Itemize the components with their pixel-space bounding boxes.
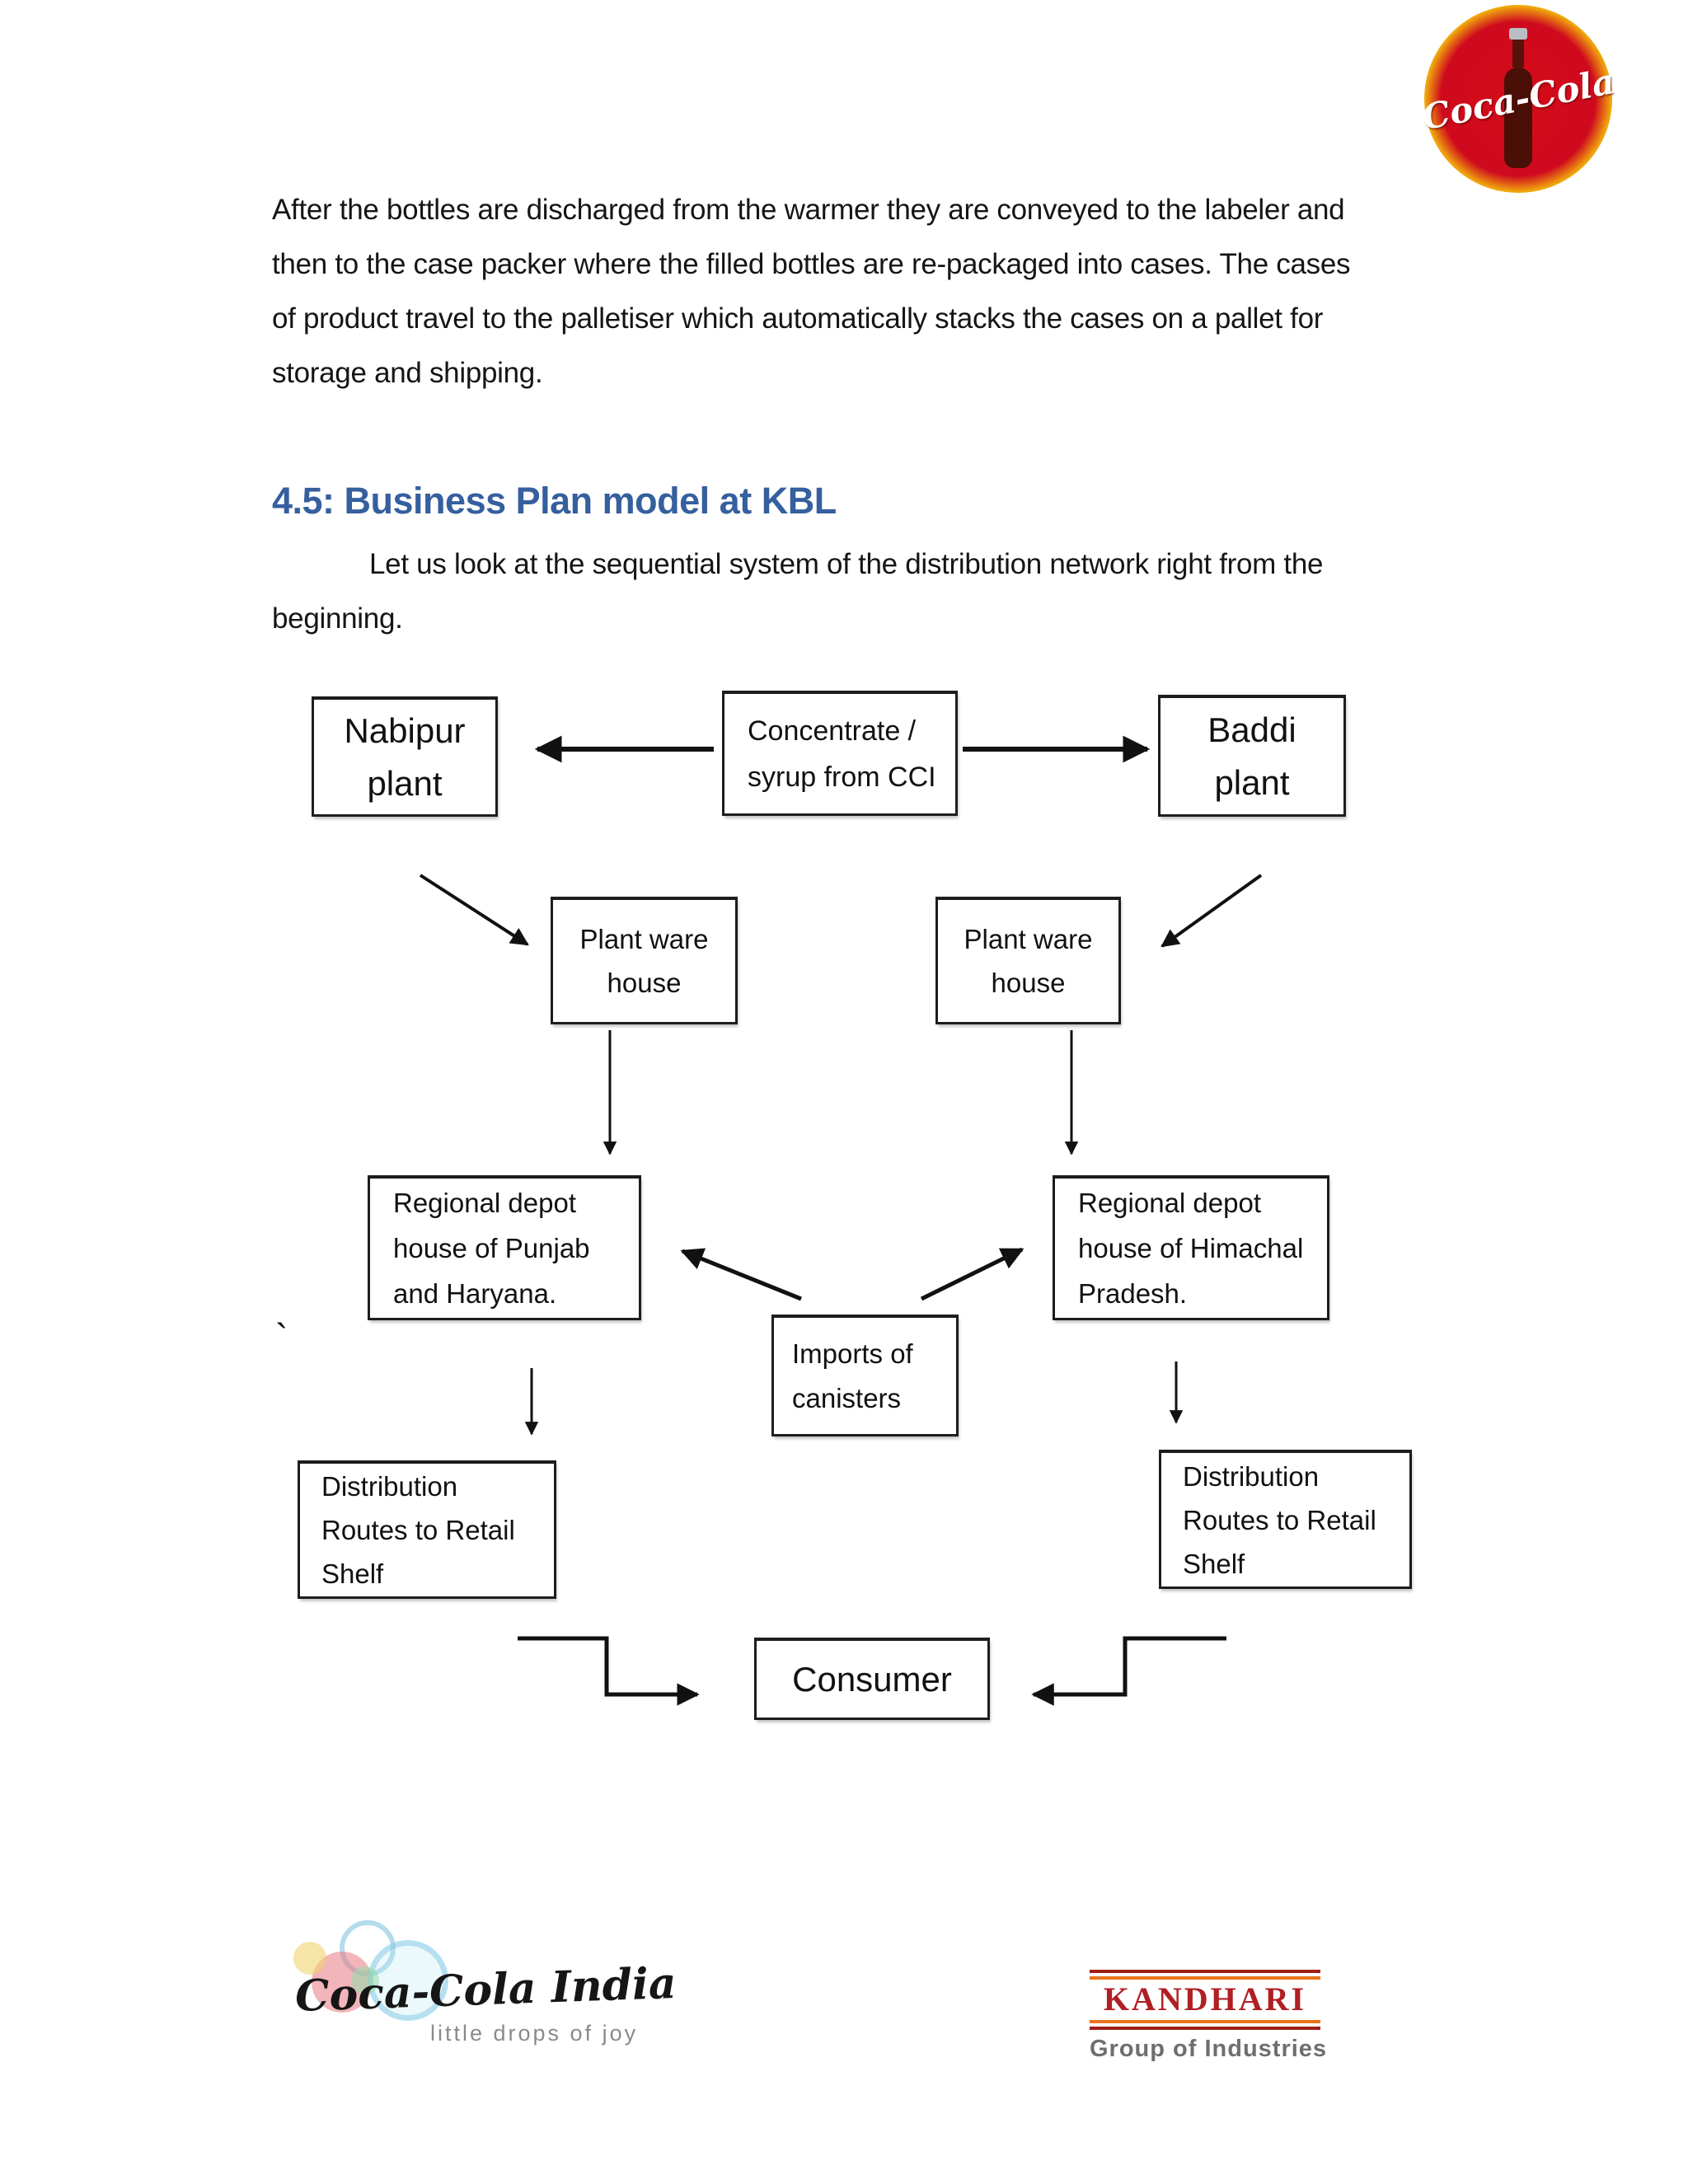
kandhari-rule-bottom-orange — [1090, 2020, 1320, 2023]
node-imports-of-canisters: Imports of canisters — [771, 1315, 959, 1436]
coke-bottle-icon — [1504, 28, 1532, 168]
kandhari-rule-bottom-red — [1090, 2027, 1320, 2030]
arrow-distribution-right-to-consumer — [1031, 1636, 1226, 1706]
arrow-baddi-to-warehouse — [1160, 874, 1263, 948]
bubble-icon — [293, 1942, 326, 1975]
stray-backtick-mark: ` — [275, 1316, 288, 1359]
arrow-distribution-left-to-consumer — [518, 1636, 700, 1706]
node-plant-warehouse-right: Plant ware house — [935, 897, 1121, 1024]
coca-cola-india-tagline: little drops of joy — [430, 2021, 639, 2046]
node-regional-depot-punjab: Regional depot house of Punjab and Harya… — [368, 1175, 641, 1320]
node-nabipur-plant: Nabipur plant — [312, 696, 498, 817]
paragraph-intro: Let us look at the sequential system of … — [272, 548, 1324, 635]
coca-cola-india-logo: Coca-Cola India little drops of joy — [288, 1917, 684, 2057]
kandhari-logo: KANDHARI Group of Industries — [1090, 1970, 1328, 2063]
section-heading: 4.5: Business Plan model at KBL — [272, 480, 837, 522]
paragraph-warmer-process: After the bottles are discharged from th… — [272, 194, 1351, 389]
node-baddi-plant: Baddi plant — [1158, 695, 1346, 817]
kandhari-rule-top-orange — [1090, 1976, 1320, 1980]
node-regional-depot-himachal: Regional depot house of Himachal Pradesh… — [1053, 1175, 1329, 1320]
node-concentrate-syrup: Concentrate / syrup from CCI — [722, 691, 958, 816]
coca-cola-logo-icon: Coca-Cola — [1418, 5, 1618, 193]
node-distribution-routes-right: Distribution Routes to Retail Shelf — [1159, 1450, 1412, 1589]
arrow-imports-to-depot-left — [680, 1248, 802, 1301]
node-consumer: Consumer — [754, 1638, 990, 1720]
kandhari-name-text: KANDHARI — [1103, 1980, 1307, 2018]
node-distribution-routes-left: Distribution Routes to Retail Shelf — [298, 1460, 556, 1599]
arrow-nabipur-to-warehouse — [419, 874, 529, 946]
bottle-body — [1504, 68, 1532, 168]
kandhari-subtitle-text: Group of Industries — [1090, 2036, 1328, 2062]
arrow-imports-to-depot-right — [920, 1247, 1025, 1301]
bubble-icon — [351, 1966, 379, 1994]
bottle-cap — [1509, 28, 1527, 40]
node-plant-warehouse-left: Plant ware house — [551, 897, 738, 1024]
bottle-neck — [1512, 40, 1524, 68]
kandhari-rule-top-red — [1090, 1970, 1320, 1973]
